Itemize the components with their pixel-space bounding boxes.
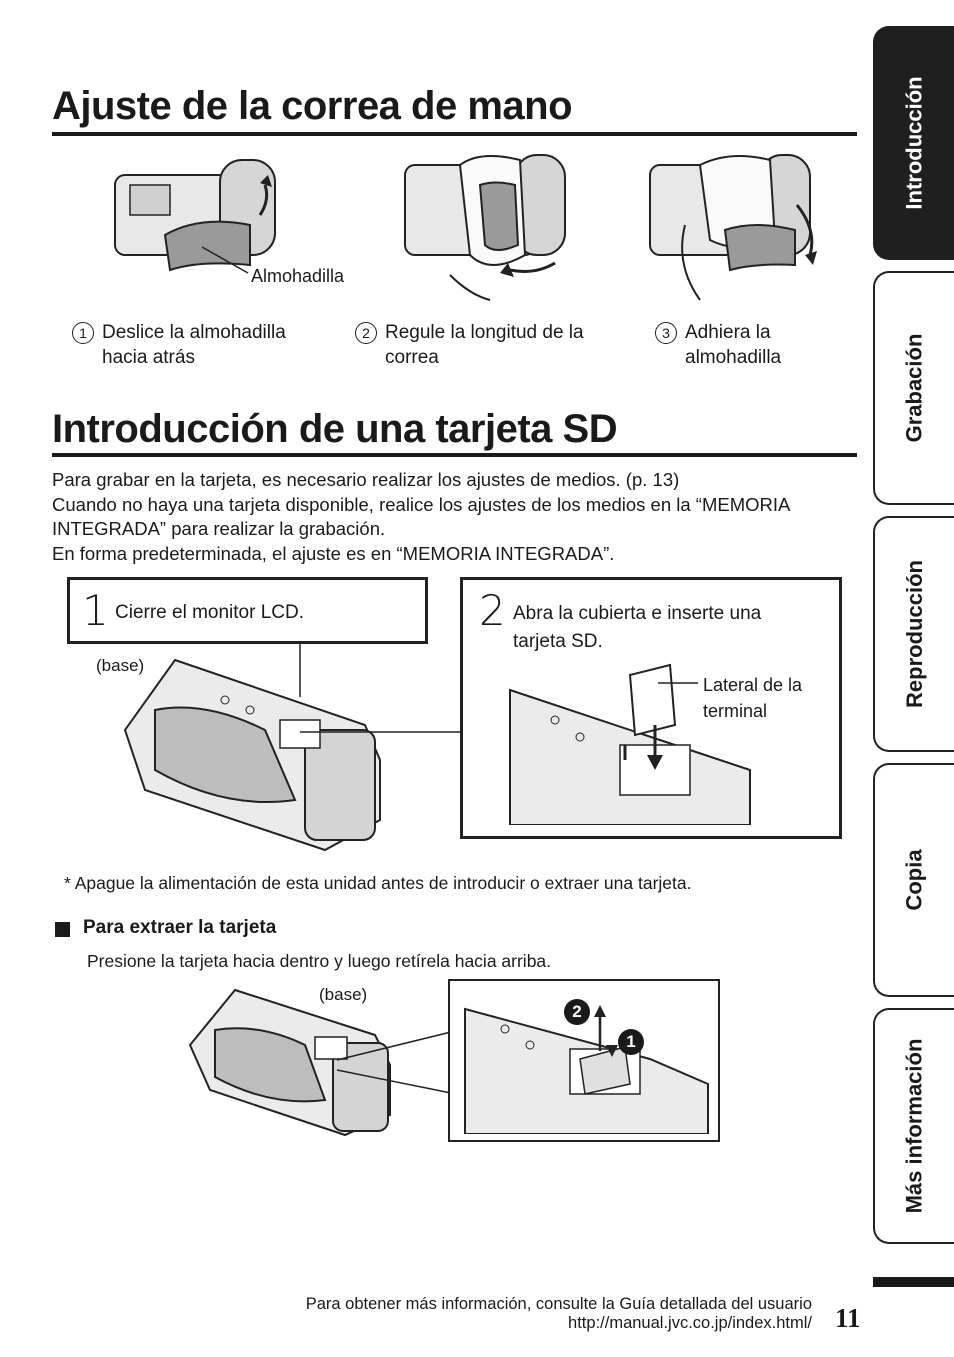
tab-label: Copia [901, 849, 927, 911]
strap-step-1: 1 Deslice la almohadilla hacia atrás [72, 320, 286, 370]
step-text-line2: almohadilla [685, 347, 782, 368]
step-text-line1: Abra la cubierta e inserte una [513, 603, 762, 624]
step-text-line1: Deslice la almohadilla [102, 322, 286, 343]
sd-step-1-box: 1 Cierre el monitor LCD. [67, 577, 428, 644]
leader-lines-small [336, 1031, 452, 1094]
step-number: 2 [479, 586, 506, 635]
step-text-line2: correa [385, 347, 439, 368]
step-badge-2: 2 [564, 999, 590, 1025]
sd-intro-text: Para grabar en la tarjeta, es necesario … [52, 468, 862, 566]
section-title-hand-strap: Ajuste de la correa de mano [52, 84, 573, 128]
footer-url-link[interactable]: http://manual.jvc.co.jp/index.html/ [568, 1314, 812, 1332]
camera-strap-illustration-2 [404, 154, 566, 301]
intro-line: Cuando no haya una tarjeta disponible, r… [52, 493, 791, 515]
base-label: (base) [319, 985, 368, 1004]
step-text-line1: Adhiera la [685, 322, 771, 343]
tab-label: Grabación [901, 333, 927, 443]
intro-line: Para grabar en la tarjeta, es necesario … [52, 469, 680, 490]
step-text: Abra la cubierta e inserte una tarjeta S… [513, 600, 761, 656]
tab-introduccion[interactable]: Introducción [873, 26, 954, 260]
sd-card-remove-illustration [464, 1005, 709, 1134]
remove-card-detail-box: 2 1 [448, 979, 720, 1142]
tab-grabacion[interactable]: Grabación [873, 271, 954, 505]
remove-card-text: Presione la tarjeta hacia dentro y luego… [87, 951, 552, 971]
sd-card-insert-illustration [509, 663, 751, 825]
step-number: 1 [82, 586, 109, 635]
strap-step-3: 3 Adhiera la almohadilla [655, 320, 781, 370]
tab-copia[interactable]: Copia [873, 763, 954, 997]
footer-info: Para obtener más información, consulte l… [200, 1295, 812, 1333]
camera-base-illustration [123, 658, 381, 852]
step-number-badge: 1 [72, 322, 94, 344]
footer-line1: Para obtener más información, consulte l… [305, 1295, 812, 1313]
page-number: 11 [835, 1303, 861, 1333]
terminal-label-line1: Lateral de la [703, 675, 803, 695]
sd-step-2-box: 2 Abra la cubierta e inserte una tarjeta… [460, 577, 842, 839]
remove-card-heading: Para extraer la tarjeta [83, 917, 277, 938]
step-text-line2: hacia atrás [102, 347, 195, 368]
tab-bottom-bar [873, 1277, 954, 1287]
square-bullet-icon [55, 922, 70, 937]
title-rule [52, 132, 857, 136]
tab-mas-informacion[interactable]: Más información [873, 1008, 954, 1244]
camera-strap-illustration-3 [649, 154, 817, 301]
camera-base-illustration-small [188, 988, 391, 1137]
tab-label: Introducción [901, 76, 927, 210]
step-text-line1: Regule la longitud de la [385, 322, 584, 343]
camera-strap-illustration-1 [114, 159, 276, 272]
intro-line: INTEGRADA” para realizar la grabación. [52, 518, 386, 539]
step-number-badge: 3 [655, 322, 677, 344]
leader-lines [299, 644, 461, 733]
tab-label: Reproducción [901, 560, 927, 708]
strap-step-2: 2 Regule la longitud de la correa [355, 320, 584, 370]
callout-leader-line [201, 246, 249, 274]
tab-label: Más información [901, 1038, 927, 1214]
power-off-note: * Apague la alimentación de esta unidad … [64, 873, 692, 893]
section-title-sd-card: Introducción de una tarjeta SD [52, 407, 618, 451]
base-label: (base) [96, 656, 145, 675]
title-rule [52, 453, 857, 457]
terminal-side-label: Lateral de la terminal [703, 672, 802, 724]
terminal-label-line2: terminal [703, 701, 768, 721]
step-text: Cierre el monitor LCD. [115, 602, 304, 623]
step-number-badge: 2 [355, 322, 377, 344]
callout-almohadilla: Almohadilla [251, 266, 345, 286]
intro-line: En forma predeterminada, el ajuste es en… [52, 542, 615, 564]
step-badge-1: 1 [618, 1029, 644, 1055]
step-text-line2: tarjeta SD. [513, 631, 603, 652]
tab-reproduccion[interactable]: Reproducción [873, 516, 954, 752]
terminal-leader-line [658, 682, 698, 684]
